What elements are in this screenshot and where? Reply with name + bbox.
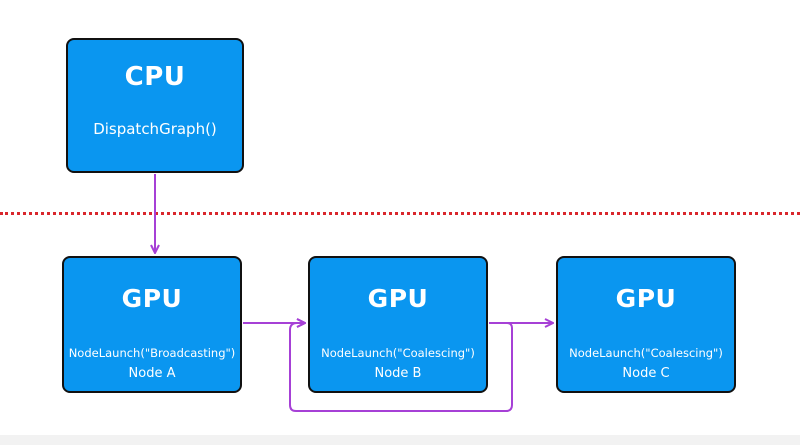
- gpu-node-b-call: NodeLaunch("Coalescing"): [321, 346, 475, 360]
- gpu-node-c: GPU NodeLaunch("Coalescing") Node C: [556, 256, 736, 393]
- gpu-node-a-label: Node A: [128, 366, 176, 381]
- cpu-dispatch-call: DispatchGraph(): [93, 120, 217, 138]
- gpu-node-c-call: NodeLaunch("Coalescing"): [569, 346, 723, 360]
- cpu-title: CPU: [124, 62, 186, 92]
- gpu-node-c-label: Node C: [622, 366, 670, 381]
- cpu-gpu-boundary-line: [0, 212, 800, 215]
- gpu-node-b: GPU NodeLaunch("Coalescing") Node B: [308, 256, 488, 393]
- gpu-node-a-title: GPU: [121, 284, 183, 313]
- gpu-node-b-title: GPU: [367, 284, 429, 313]
- gpu-node-a: GPU NodeLaunch("Broadcasting") Node A: [62, 256, 242, 393]
- gpu-node-b-label: Node B: [374, 366, 422, 381]
- gpu-node-c-title: GPU: [615, 284, 677, 313]
- footer-band: [0, 435, 800, 445]
- gpu-node-a-call: NodeLaunch("Broadcasting"): [68, 346, 236, 360]
- cpu-node: CPU DispatchGraph(): [66, 38, 244, 173]
